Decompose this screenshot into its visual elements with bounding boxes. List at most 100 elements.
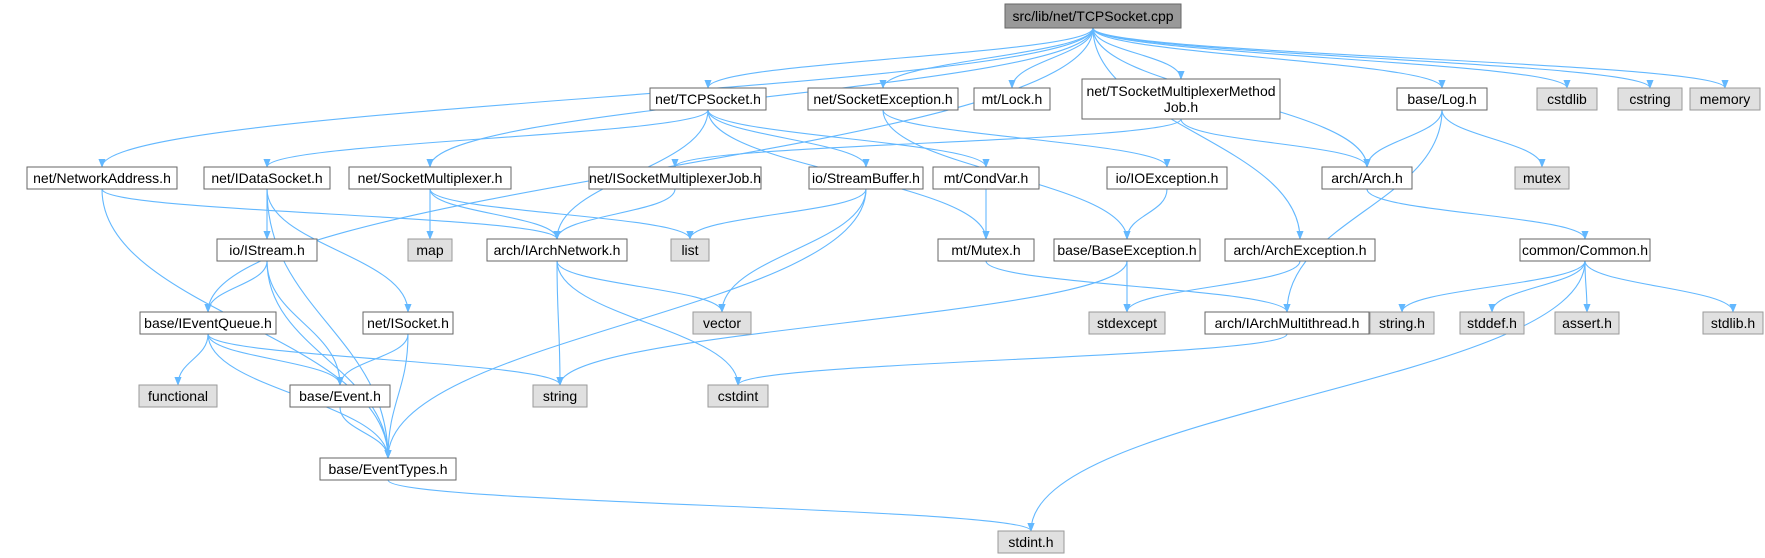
node-label: mutex	[1523, 170, 1561, 186]
node-iarchnetwork-h[interactable]: arch/IArchNetwork.h	[486, 238, 628, 262]
node-streambuffer-h[interactable]: io/StreamBuffer.h	[808, 166, 924, 190]
node-label: base/EventTypes.h	[328, 461, 447, 477]
node-isocketmuxjob-h[interactable]: net/ISocketMultiplexerJob.h	[588, 166, 762, 190]
edge-arch_h-to-common_h	[1366, 188, 1589, 240]
edge-event_h-to-eventtypes_h	[339, 406, 392, 459]
node-label: arch/IArchMultithread.h	[1215, 315, 1360, 331]
node-string[interactable]: string	[532, 384, 588, 408]
node-archexception-h[interactable]: arch/ArchException.h	[1224, 238, 1376, 262]
node-label: net/SocketException.h	[813, 91, 952, 107]
node-map[interactable]: map	[407, 238, 453, 262]
node-memory[interactable]: memory	[1689, 87, 1761, 111]
edge-istream_h-to-ieventqueue_h	[204, 260, 268, 313]
node-list[interactable]: list	[670, 238, 710, 262]
node-box	[289, 384, 391, 408]
node-label: io/StreamBuffer.h	[812, 170, 920, 186]
node-socketmultiplexer-h[interactable]: net/SocketMultiplexer.h	[348, 166, 512, 190]
edge-tsocketmuxjob_h-to-arch_h	[1180, 118, 1371, 168]
node-box	[203, 166, 331, 190]
node-ieventqueue-h[interactable]: base/IEventQueue.h	[139, 311, 277, 335]
edge-tsocketmuxjob_h-to-isocketmuxjob_h	[671, 118, 1182, 168]
edge-log_h-to-arch_h	[1363, 109, 1443, 168]
node-eventtypes-h[interactable]: base/EventTypes.h	[319, 457, 457, 481]
node-box	[1554, 311, 1620, 335]
node-label: string	[543, 388, 577, 404]
node-box	[973, 87, 1051, 111]
edge-idatasocket_h-to-isocket_h	[266, 188, 412, 313]
node-root[interactable]: src/lib/net/TCPSocket.cpp	[1004, 3, 1182, 29]
node-lock-h[interactable]: mt/Lock.h	[973, 87, 1051, 111]
node-cstdlib[interactable]: cstdlib	[1536, 87, 1598, 111]
node-stdexcept[interactable]: stdexcept	[1088, 311, 1166, 335]
edge-tcpsocket_h-to-condvar_h	[707, 109, 990, 168]
node-label: base/IEventQueue.h	[144, 315, 272, 331]
edge-isocket_h-to-event_h	[336, 333, 409, 386]
edge-root-to-memory	[1092, 27, 1729, 89]
node-box	[1617, 87, 1683, 111]
node-vector[interactable]: vector	[692, 311, 752, 335]
node-common-h[interactable]: common/Common.h	[1519, 238, 1651, 262]
node-mutex[interactable]: mutex	[1514, 166, 1570, 190]
edge-root-to-socketexception_h	[879, 27, 1094, 89]
node-label: net/IDataSocket.h	[211, 170, 322, 186]
edge-common_h-to-stdint_h	[1027, 260, 1586, 532]
node-condvar-h[interactable]: mt/CondVar.h	[932, 166, 1040, 190]
node-isocket-h[interactable]: net/ISocket.h	[362, 311, 454, 335]
node-assert-h[interactable]: assert.h	[1554, 311, 1620, 335]
node-box	[1702, 311, 1764, 335]
edge-root-to-log_h	[1092, 27, 1446, 89]
node-functional[interactable]: functional	[138, 384, 218, 408]
node-ioexception-h[interactable]: io/IOException.h	[1106, 166, 1228, 190]
node-baseexception-h[interactable]: base/BaseException.h	[1053, 238, 1201, 262]
node-box	[707, 384, 769, 408]
edge-common_h-to-assert_h	[1583, 260, 1591, 313]
node-stddef-h[interactable]: stddef.h	[1459, 311, 1525, 335]
edge-root-to-cstdlib	[1092, 27, 1571, 89]
node-cstdint[interactable]: cstdint	[707, 384, 769, 408]
edge-streambuffer_h-to-eventtypes_h	[384, 188, 867, 459]
node-networkaddress-h[interactable]: net/NetworkAddress.h	[26, 166, 178, 190]
node-label: arch/Arch.h	[1331, 170, 1403, 186]
node-box	[1204, 311, 1370, 335]
node-stdint-h[interactable]: stdint.h	[997, 530, 1065, 554]
node-iarchmultithread-h[interactable]: arch/IArchMultithread.h	[1204, 311, 1370, 335]
edge-root-to-networkaddress_h	[98, 27, 1094, 168]
node-tcpsocket-h[interactable]: net/TCPSocket.h	[649, 87, 767, 111]
node-istream-h[interactable]: io/IStream.h	[216, 238, 318, 262]
node-cstring[interactable]: cstring	[1617, 87, 1683, 111]
node-box	[1369, 311, 1435, 335]
edge-iarchnetwork_h-to-string	[556, 260, 564, 386]
node-mutex-h[interactable]: mt/Mutex.h	[937, 238, 1035, 262]
node-box	[407, 238, 453, 262]
node-stdlib-h[interactable]: stdlib.h	[1702, 311, 1764, 335]
node-arch-h[interactable]: arch/Arch.h	[1321, 166, 1413, 190]
node-label: io/IOException.h	[1116, 170, 1219, 186]
edge-archexception_h-to-stdexcept	[1123, 260, 1301, 313]
edge-root-to-tcpsocket_h	[704, 27, 1094, 89]
edge-common_h-to-stdlib_h	[1584, 260, 1737, 313]
node-box	[1106, 166, 1228, 190]
node-event-h[interactable]: base/Event.h	[289, 384, 391, 408]
edge-isocket_h-to-eventtypes_h	[384, 333, 409, 459]
edge-root-to-lock_h	[1008, 27, 1094, 89]
node-string-h[interactable]: string.h	[1369, 311, 1435, 335]
node-socketexception-h[interactable]: net/SocketException.h	[807, 87, 959, 111]
node-log-h[interactable]: base/Log.h	[1396, 87, 1488, 111]
node-label: net/ISocket.h	[367, 315, 449, 331]
node-box	[348, 166, 512, 190]
node-label: net/TCPSocket.h	[655, 91, 761, 107]
node-box	[1088, 311, 1166, 335]
node-label: assert.h	[1562, 315, 1612, 331]
node-box	[1396, 87, 1488, 111]
node-box	[486, 238, 628, 262]
node-box	[362, 311, 454, 335]
node-idatasocket-h[interactable]: net/IDataSocket.h	[203, 166, 331, 190]
node-label: mt/Lock.h	[982, 91, 1043, 107]
edge-root-to-cstring	[1092, 27, 1654, 89]
edge-tcpsocket_h-to-streambuffer_h	[707, 109, 870, 168]
node-box	[1053, 238, 1201, 262]
node-label: map	[416, 242, 443, 258]
edge-streambuffer_h-to-vector	[718, 188, 867, 313]
